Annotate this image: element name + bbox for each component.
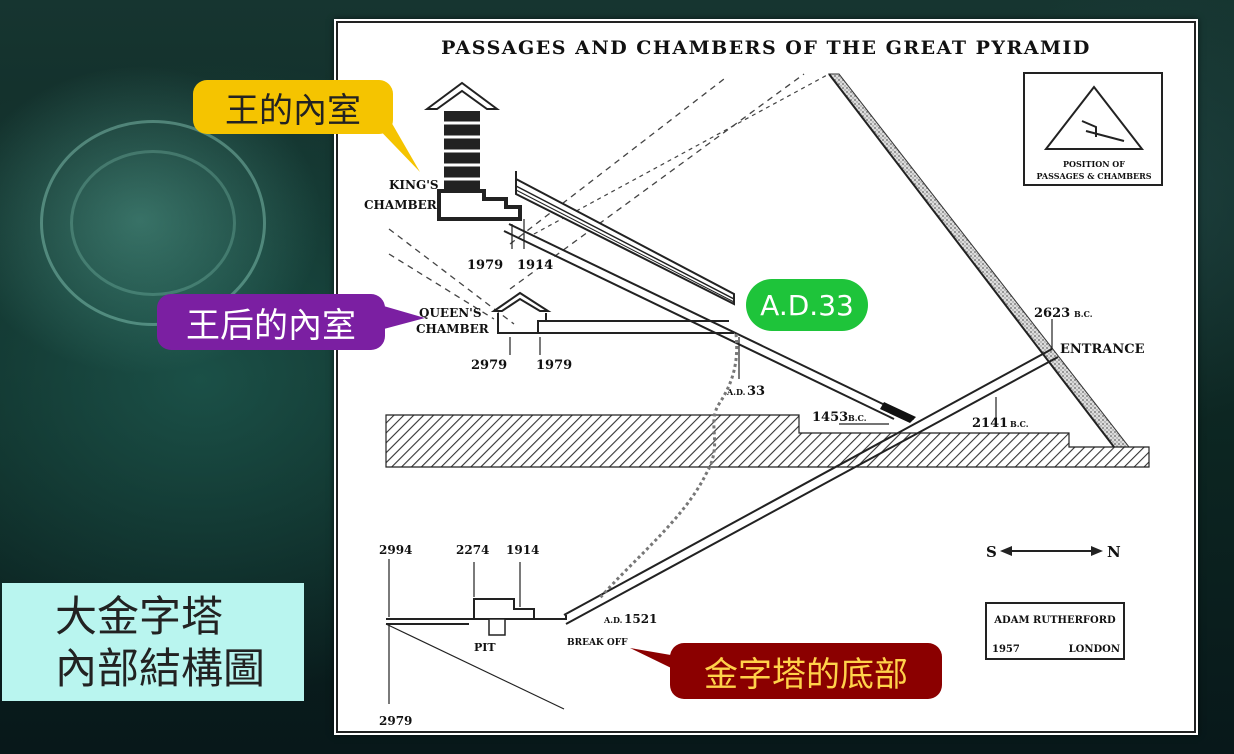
pyramid-base-callout-text: 金字塔的底部 — [704, 654, 908, 695]
ad33-callout-text: A.D.33 — [760, 288, 854, 322]
queens-chamber-room — [497, 313, 547, 334]
inset-caption-2: PASSAGES & CHAMBERS — [1037, 171, 1152, 181]
date-1979-kings: 1979 — [467, 258, 503, 273]
position-inset — [1023, 72, 1163, 186]
inset-caption-1: POSITION OF — [1063, 159, 1125, 169]
kings-chamber-label-1: KING'S — [389, 178, 439, 192]
subterranean-passage — [386, 615, 567, 620]
date-2979-queens: 2979 — [471, 358, 507, 373]
decorative-swirl — [70, 150, 236, 296]
credit-name: ADAM RUTHERFORD — [993, 615, 1116, 626]
inset-passages — [1081, 120, 1125, 142]
queens-chamber-callout: 王后的內室 — [157, 294, 385, 350]
slide-title-line2: 內部結構圖 — [55, 644, 266, 693]
decorative-swirl — [40, 120, 266, 326]
date-2994: 2994 — [379, 543, 412, 557]
queens-chamber-label-1: QUEEN'S — [419, 306, 482, 320]
date-1914-kings: 1914 — [517, 258, 553, 273]
pyramid-base-callout: 金字塔的底部 — [670, 643, 942, 699]
descending-passage-top — [563, 348, 1053, 616]
date-1914-pit: 1914 — [506, 543, 539, 557]
queens-chamber-label-2: CHAMBER — [416, 322, 490, 336]
inset-pyramid — [1043, 85, 1145, 150]
kings-chamber-roof — [423, 81, 501, 110]
ad33-callout: A.D.33 — [746, 279, 868, 331]
bedrock — [385, 414, 1150, 468]
break-off-label: BREAK OFF — [567, 638, 628, 648]
pit-label: PIT — [474, 641, 496, 654]
diagram-title: PASSAGES AND CHAMBERS OF THE GREAT PYRAM… — [441, 37, 1091, 59]
date-ad33: 33 — [747, 384, 765, 399]
date-1979-queens: 1979 — [536, 358, 572, 373]
queens-passage — [538, 320, 734, 334]
construction-lines-left — [388, 228, 515, 325]
date-2623: 2623 — [1034, 306, 1070, 321]
date-2623-suffix: B.C. — [1074, 309, 1093, 319]
date-ad1521-prefix: A.D. — [603, 615, 623, 625]
descending-passage-bottom — [565, 356, 1059, 625]
slide-title-line1: 大金字塔 — [55, 592, 224, 641]
compass-s: S — [986, 543, 997, 561]
date-1453: 1453 — [812, 410, 848, 425]
credit-city: LONDON — [1069, 644, 1120, 655]
date-1453-suffix: B.C. — [848, 413, 867, 423]
pyramid-diagram-svg: PASSAGES AND CHAMBERS OF THE GREAT PYRAM… — [336, 21, 1196, 733]
date-ad33-prefix: A.D. — [726, 387, 746, 397]
credit-box — [985, 602, 1125, 660]
granite-plug — [880, 402, 916, 423]
kings-chamber-callout: 王的內室 — [193, 80, 393, 134]
queens-chamber-callout-text: 王后的內室 — [186, 305, 356, 346]
pit — [488, 618, 506, 636]
queens-chamber-roof — [490, 291, 552, 312]
date-2141: 2141 — [972, 416, 1008, 431]
kings-chamber-label-2: CHAMBER — [364, 198, 438, 212]
entrance-label: ENTRANCE — [1060, 342, 1145, 357]
well-shaft — [597, 333, 739, 600]
slide-title-box: 大金字塔 內部結構圖 — [2, 583, 304, 701]
date-2979-bottom: 2979 — [379, 714, 412, 728]
pyramid-diagram: PASSAGES AND CHAMBERS OF THE GREAT PYRAM… — [334, 19, 1198, 735]
kings-chamber-room — [437, 189, 522, 221]
credit-year: 1957 — [992, 644, 1020, 655]
kings-chamber-callout-text: 王的內室 — [225, 90, 361, 131]
ascending-passage-bottom — [503, 230, 895, 420]
construction-line-mid — [533, 73, 830, 235]
compass-n: N — [1107, 543, 1121, 561]
date-ad1521: 1521 — [624, 612, 657, 626]
construction-lines-upper — [509, 73, 805, 290]
date-2141-suffix: B.C. — [1010, 419, 1029, 429]
pit-chamber — [473, 598, 535, 620]
north-face-line — [828, 73, 1115, 448]
diagram-frame — [336, 21, 1196, 733]
date-2274: 2274 — [456, 543, 489, 557]
